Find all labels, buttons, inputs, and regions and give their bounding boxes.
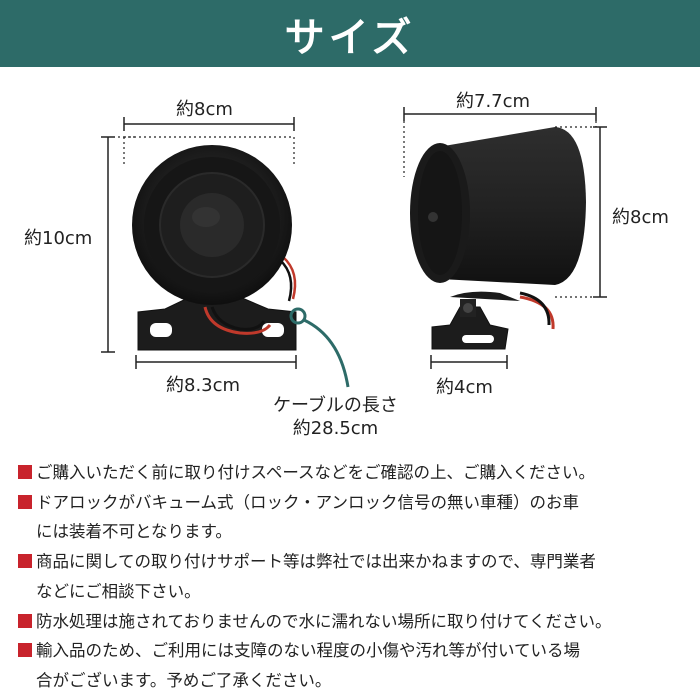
red-square-bullet-icon <box>18 494 32 509</box>
page-title: サイズ <box>284 14 416 61</box>
red-square-bullet-icon <box>18 643 32 658</box>
front-width-label: 約8cm <box>176 99 233 120</box>
notes-list: ご購入いただく前に取り付けスペースなどをご確認の上、ご購入ください。 ドアロック… <box>18 458 690 696</box>
cable-length-title: ケーブルの長さ <box>273 395 398 416</box>
front-base-width-label: 約8.3cm <box>166 375 241 396</box>
list-item: 輸入品のため、ご利用には支障のない程度の小傷や汚れ等が付いている場 合がございま… <box>18 636 690 695</box>
list-item: 防水処理は施されておりませんので水に濡れない場所に取り付けてください。 <box>18 607 690 637</box>
cable-length-callout: ケーブルの長さ 約28.5cm <box>273 394 398 440</box>
cable-length-value: 約28.5cm <box>292 418 379 439</box>
side-view-speaker <box>410 127 586 350</box>
side-dimension-lines <box>403 107 607 369</box>
header-banner: サイズ <box>0 0 700 67</box>
note-text: 防水処理は施されておりませんので水に濡れない場所に取り付けてください。 <box>36 611 612 631</box>
note-text: 輸入品のため、ご利用には支障のない程度の小傷や汚れ等が付いている場 合がございま… <box>36 641 581 690</box>
note-text: ドアロックがバキューム式（ロック・アンロック信号の無い車種）のお車 には装着不可… <box>36 492 580 542</box>
list-item: ドアロックがバキューム式（ロック・アンロック信号の無い車種）のお車 には装着不可… <box>18 488 690 547</box>
size-figure: 約8cm 約10cm 約8.3cm 約7.7cm 約8cm 約4cm ケーブルの… <box>0 67 700 455</box>
note-text: 商品に関しての取り付けサポート等は弊社では出来かねますので、専門業者 などにご相… <box>36 552 596 601</box>
front-dimension-lines <box>101 117 297 369</box>
side-base-width-label: 約4cm <box>436 377 493 398</box>
red-square-bullet-icon <box>18 465 32 479</box>
cable-pointer <box>289 307 350 388</box>
front-height-label: 約10cm <box>24 228 93 249</box>
front-view-speaker <box>132 145 297 351</box>
list-item: ご購入いただく前に取り付けスペースなどをご確認の上、ご購入ください。 <box>18 458 690 488</box>
list-item: 商品に関しての取り付けサポート等は弊社では出来かねますので、専門業者 などにご相… <box>18 547 690 606</box>
red-square-bullet-icon <box>18 554 32 569</box>
side-height-label: 約8cm <box>612 207 669 228</box>
red-square-bullet-icon <box>18 613 32 628</box>
note-text: ご購入いただく前に取り付けスペースなどをご確認の上、ご購入ください。 <box>36 463 596 482</box>
side-depth-label: 約7.7cm <box>456 91 531 112</box>
product-drawing <box>101 107 607 388</box>
